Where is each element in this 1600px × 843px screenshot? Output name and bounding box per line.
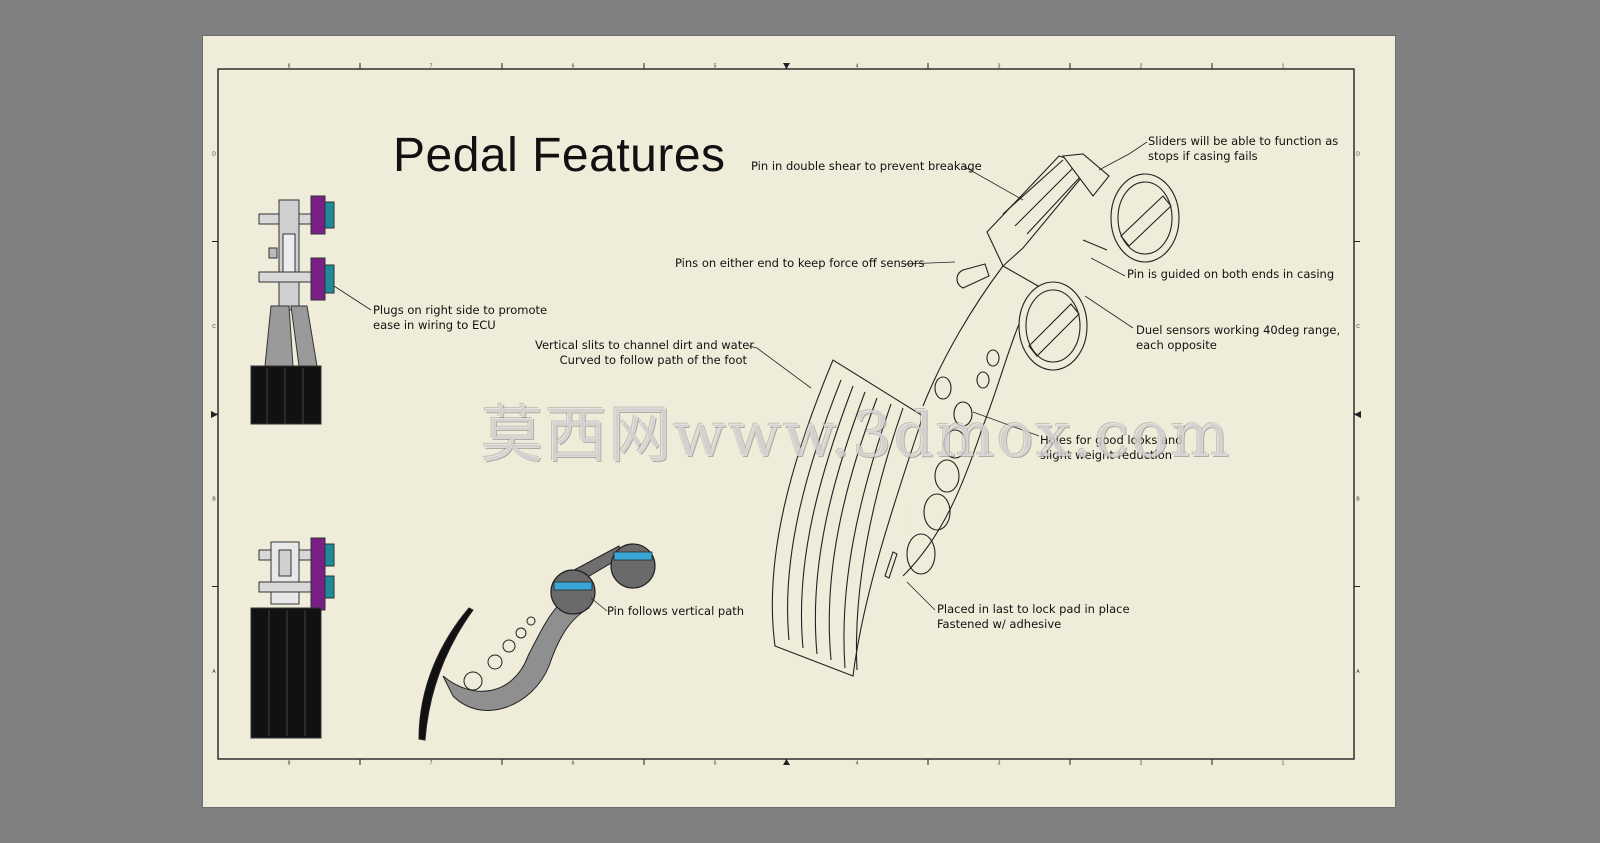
zone-label: 8 xyxy=(288,64,291,70)
iso-view-small xyxy=(418,543,656,741)
zone-label: 1 xyxy=(1282,761,1285,767)
zone-label: 7 xyxy=(430,761,433,767)
watermark: 莫西网www.3dmox.com xyxy=(481,398,1232,471)
zone-label: 7 xyxy=(430,64,433,70)
zone-label: B xyxy=(1356,496,1360,502)
center-mark-left xyxy=(211,411,218,418)
zone-label: 2 xyxy=(1140,64,1143,70)
side-view-lower xyxy=(250,537,335,739)
zone-label: C xyxy=(1356,324,1360,330)
sensor-purple xyxy=(310,257,326,301)
zone-label: 4 xyxy=(856,64,859,70)
annotation-placed-last: Placed in last to lock pad in place Fast… xyxy=(937,602,1130,631)
iso-view-large xyxy=(771,153,1180,677)
zone-label: D xyxy=(212,151,216,157)
zone-label: A xyxy=(212,669,216,675)
side-pin xyxy=(956,263,990,289)
zone-label: 2 xyxy=(1140,761,1143,767)
sensor-teal xyxy=(324,264,335,294)
sensor-teal xyxy=(324,201,335,229)
pedal-arm xyxy=(264,305,294,367)
zone-label: C xyxy=(212,324,216,330)
leader-line xyxy=(590,597,608,612)
sensor xyxy=(550,569,596,615)
zone-label: 8 xyxy=(288,761,291,767)
zone-label: 3 xyxy=(998,761,1001,767)
zone-label: D xyxy=(1356,151,1360,157)
annotation-pins-either-end: Pins on either end to keep force off sen… xyxy=(675,256,925,270)
annotation-pin-vertical: Pin follows vertical path xyxy=(607,604,745,618)
sensor-purple xyxy=(310,195,326,235)
leader-line xyxy=(333,285,372,311)
pedal-pad xyxy=(418,607,474,741)
zone-label: B xyxy=(212,496,216,502)
annotation-vertical-slits: Vertical slits to channel dirt and water… xyxy=(535,338,755,367)
sensor-purple xyxy=(310,537,326,611)
annotation-duel-sensors: Duel sensors working 40deg range, each o… xyxy=(1136,323,1341,352)
zone-label: 3 xyxy=(998,64,1001,70)
annotation-pin-guided: Pin is guided on both ends in casing xyxy=(1127,267,1335,281)
center-mark-right xyxy=(1354,411,1361,418)
center-mark-bottom xyxy=(783,759,790,765)
slider xyxy=(1061,153,1110,197)
side-view-upper xyxy=(250,195,372,425)
sensor xyxy=(610,543,656,589)
sensor-teal xyxy=(324,543,335,567)
zone-label: 1 xyxy=(1282,64,1285,70)
leader-lines xyxy=(748,141,1148,611)
pedal-arm xyxy=(442,591,590,711)
sensor xyxy=(1110,173,1180,263)
annotation-plugs: Plugs on right side to promote ease in w… xyxy=(373,303,548,332)
zone-label: 5 xyxy=(714,64,717,70)
zone-label: A xyxy=(1356,669,1360,675)
zone-label: 5 xyxy=(714,761,717,767)
zone-label: 6 xyxy=(572,64,575,70)
annotation-sliders: Sliders will be able to function as stop… xyxy=(1148,134,1339,163)
pedal-pad xyxy=(250,607,322,739)
pedal-pad xyxy=(771,359,924,677)
pedal-pad xyxy=(250,365,322,425)
center-mark-top xyxy=(783,63,790,69)
sensor xyxy=(1018,281,1088,371)
page-title: Pedal Features xyxy=(393,129,726,182)
zone-label: 6 xyxy=(572,761,575,767)
annotation-holes: Holes for good looks and slight weight r… xyxy=(1040,433,1183,462)
sensor-teal xyxy=(324,575,335,599)
zone-label: 4 xyxy=(856,761,859,767)
annotation-double-shear: Pin in double shear to prevent breakage xyxy=(751,159,982,173)
